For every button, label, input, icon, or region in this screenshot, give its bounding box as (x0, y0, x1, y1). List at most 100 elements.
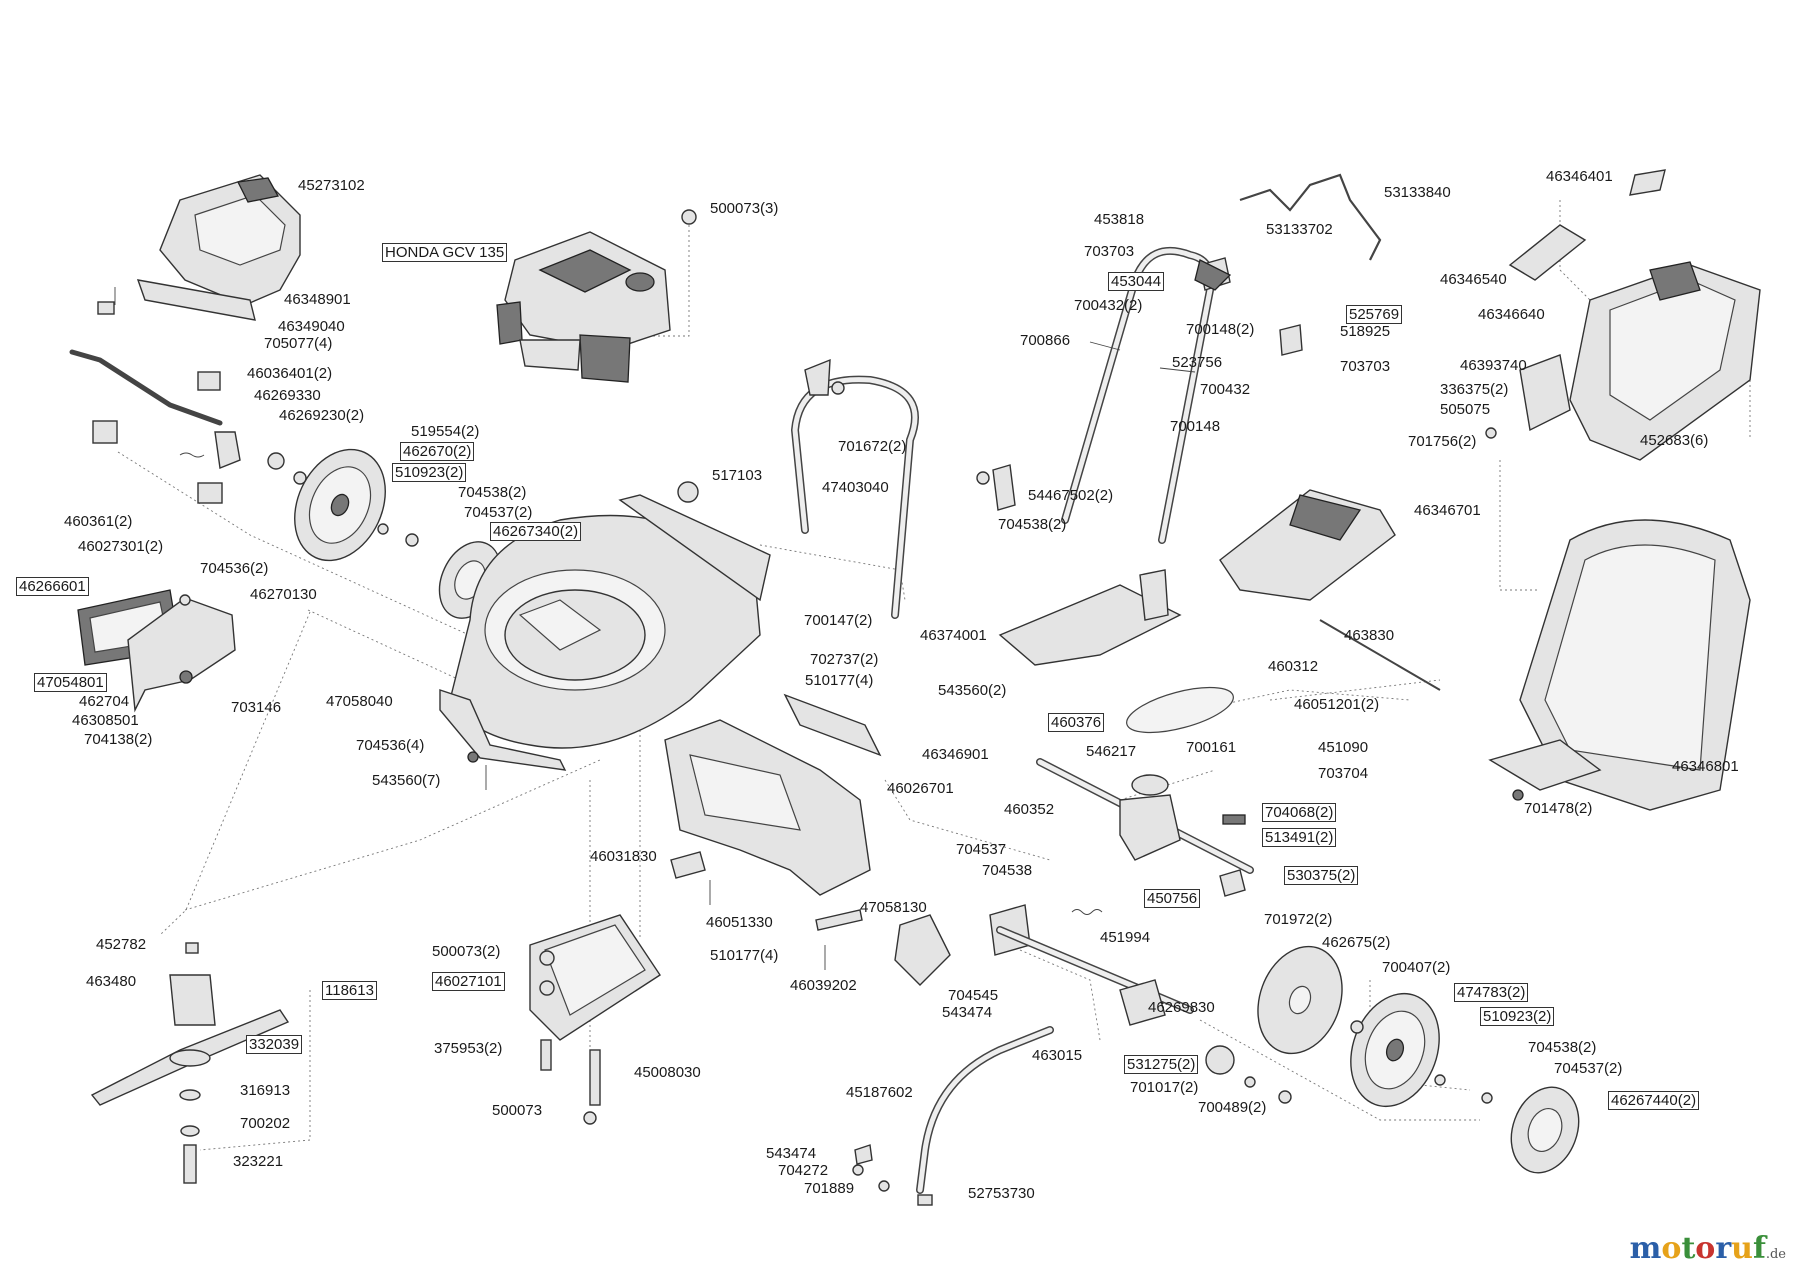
part-number-label: 700432(2) (1074, 297, 1143, 314)
part-number-label: 543474 (942, 1004, 993, 1021)
part-number-label: 474783(2) (1454, 983, 1529, 1002)
height-adjuster (77, 589, 236, 713)
part-number-label: 510177(4) (805, 672, 874, 689)
part-number-label: 704538 (982, 862, 1033, 879)
watermark-letter: t (1681, 1231, 1696, 1266)
part-number-label: 451994 (1100, 929, 1151, 946)
part-number-label: 462704 (79, 693, 130, 710)
grass-bag-basket (1488, 519, 1751, 811)
part-number-label: 704537(2) (1554, 1060, 1623, 1077)
part-number-label: 46349040 (278, 318, 345, 335)
part-number-label: 46267340(2) (490, 522, 582, 541)
part-number-label: 323221 (233, 1153, 284, 1170)
part-number-label: 700489(2) (1198, 1099, 1267, 1116)
part-number-label: 513491(2) (1262, 828, 1337, 847)
part-number-label: 453818 (1094, 211, 1145, 228)
part-number-label: 336375(2) (1440, 381, 1509, 398)
part-number-label: 701889 (804, 1180, 855, 1197)
part-number-label: 517103 (712, 467, 763, 484)
part-number-label: 523756 (1172, 354, 1223, 371)
watermark-logo: motoruf.de (1630, 1231, 1786, 1266)
part-number-label: 46027101 (432, 972, 505, 991)
part-number-label: 52753730 (968, 1185, 1035, 1202)
part-number-label: 531275(2) (1124, 1055, 1199, 1074)
part-number-label: 316913 (240, 1082, 291, 1099)
blade-assembly (90, 942, 290, 1184)
part-number-label: 46269330 (254, 387, 321, 404)
part-number-label: 543474 (766, 1145, 817, 1162)
part-number-label: 704068(2) (1262, 803, 1337, 822)
part-number-label: 47054801 (34, 673, 107, 692)
part-number-label: 518925 (1340, 323, 1391, 340)
part-number-label: 46027301(2) (78, 538, 164, 555)
watermark-letter: u (1731, 1231, 1753, 1266)
part-number-label: 46031830 (590, 848, 657, 865)
part-number-label: 47403040 (822, 479, 889, 496)
part-number-label: 463015 (1032, 1047, 1083, 1064)
part-number-label: 519554(2) (411, 423, 480, 440)
part-number-label: 525769 (1346, 305, 1403, 324)
part-number-label: 543560(7) (372, 772, 441, 789)
drive-belt (1126, 686, 1234, 734)
watermark-letter: r (1715, 1231, 1732, 1266)
part-number-label: 704538(2) (458, 484, 527, 501)
part-number-label: 700407(2) (1382, 959, 1451, 976)
part-number-label: 704545 (948, 987, 999, 1004)
part-number-label: 700148(2) (1186, 321, 1255, 338)
mower-deck (439, 481, 771, 790)
part-number-label: 701972(2) (1264, 911, 1333, 928)
part-number-label: 46348901 (284, 291, 351, 308)
part-number-label: 53133840 (1384, 184, 1451, 201)
part-number-label: 453044 (1108, 272, 1165, 291)
part-number-label: 500073 (492, 1102, 543, 1119)
part-number-label: 46266601 (16, 577, 89, 596)
part-number-label: 45008030 (634, 1064, 701, 1081)
part-number-label: 46346540 (1440, 271, 1507, 288)
part-number-label: 47058130 (860, 899, 927, 916)
part-number-label: 46308501 (72, 712, 139, 729)
part-number-label: 46269230(2) (279, 407, 365, 424)
part-number-label: 510923(2) (1480, 1007, 1555, 1026)
watermark-suffix: .de (1765, 1247, 1786, 1262)
part-number-label: 500073(3) (710, 200, 779, 217)
part-number-label: 703704 (1318, 765, 1369, 782)
rear-handle (790, 358, 1016, 619)
part-number-label: 500073(2) (432, 943, 501, 960)
watermark-letter: f (1752, 1231, 1766, 1266)
part-number-label: 701672(2) (838, 438, 907, 455)
part-number-label: 704538(2) (1528, 1039, 1597, 1056)
part-number-label: 700202 (240, 1115, 291, 1132)
part-number-label: 510923(2) (392, 463, 467, 482)
part-number-label: 47058040 (326, 693, 393, 710)
part-number-label: 118613 (322, 981, 377, 1000)
part-number-label: 45187602 (846, 1084, 913, 1101)
part-number-label: 705077(4) (264, 335, 333, 352)
part-number-label: 704538(2) (998, 516, 1067, 533)
part-number-label: 45273102 (298, 177, 365, 194)
part-number-label: 460361(2) (64, 513, 133, 530)
part-number-label: 46039202 (790, 977, 857, 994)
part-number-label: 543560(2) (938, 682, 1007, 699)
deflector (529, 914, 661, 1125)
part-number-label: 704537 (956, 841, 1007, 858)
part-number-label: 46051330 (706, 914, 773, 931)
right-wheel (1257, 945, 1580, 1174)
mulch-plug (998, 569, 1182, 666)
part-number-label: 460352 (1004, 801, 1055, 818)
part-number-label: 451090 (1318, 739, 1369, 756)
part-number-label: 452683(6) (1640, 432, 1709, 449)
part-number-label: 46374001 (920, 627, 987, 644)
part-number-label: 46346701 (1414, 502, 1481, 519)
part-number-label: 460312 (1268, 658, 1319, 675)
part-number-label: 505075 (1440, 401, 1491, 418)
part-number-label: 462675(2) (1322, 934, 1391, 951)
part-number-label: 703146 (231, 699, 282, 716)
part-number-label: 46346901 (922, 746, 989, 763)
part-number-label: 463480 (86, 973, 137, 990)
part-number-label: 460376 (1048, 713, 1105, 732)
upper-handle (1061, 173, 1382, 544)
part-number-label: 46346401 (1546, 168, 1613, 185)
engine-cover (136, 174, 301, 321)
part-number-label: 46346640 (1478, 306, 1545, 323)
